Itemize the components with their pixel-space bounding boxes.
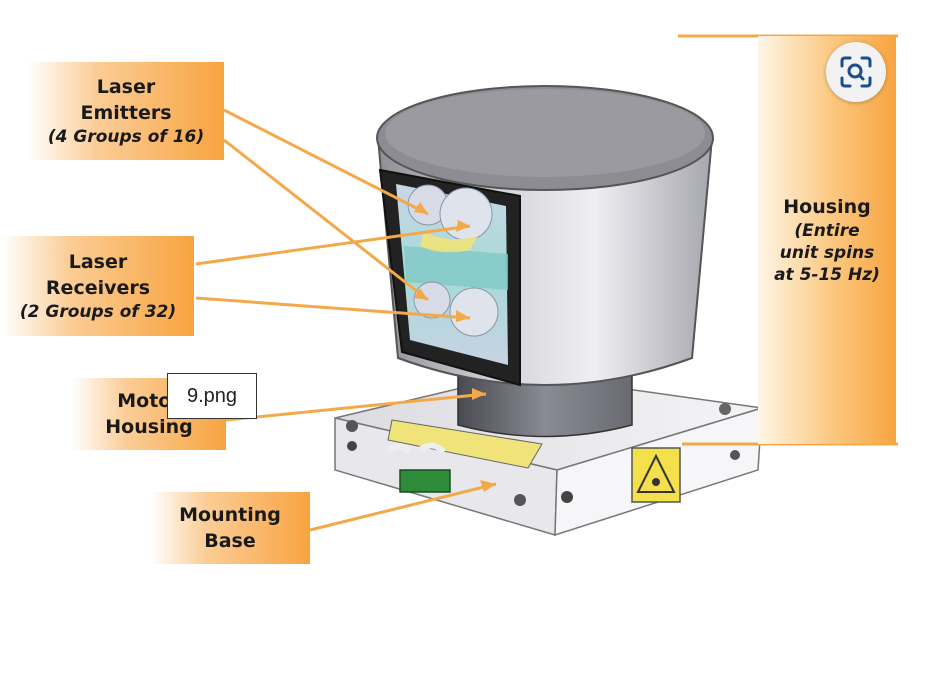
callout-receivers-sub: (2 Groups of 32)	[19, 302, 177, 322]
filename-tooltip: 9.png	[167, 373, 257, 419]
callout-emitters-line2: Emitters	[80, 102, 172, 124]
visual-search-button[interactable]	[826, 42, 886, 102]
callout-housing-sub3: at 5-15 Hz)	[774, 265, 880, 285]
callout-mount-line1: Mounting	[179, 504, 281, 526]
visual-search-icon	[840, 56, 872, 88]
callout-laser-receivers: Laser Receivers (2 Groups of 32)	[2, 236, 194, 336]
callout-motor-line1: Motor	[117, 390, 181, 412]
connector-green	[399, 469, 451, 493]
callout-housing: Housing (Entire unit spins at 5-15 Hz)	[758, 36, 896, 444]
callout-emitters-line1: Laser	[96, 76, 156, 98]
callout-mounting-base: Mounting Base	[150, 492, 310, 564]
rotating-housing	[376, 85, 714, 387]
laser-warning-icon	[631, 447, 681, 503]
callout-laser-emitters: Laser Emitters (4 Groups of 16)	[28, 62, 224, 160]
callout-housing-sub1: (Entire	[794, 221, 860, 241]
callout-housing-title: Housing	[783, 196, 871, 218]
callout-receivers-line2: Receivers	[45, 277, 151, 299]
leader-arrowheads	[414, 202, 496, 492]
callout-housing-sub2: unit spins	[779, 243, 875, 263]
callout-mount-line2: Base	[204, 530, 256, 552]
leader-lines	[195, 34, 898, 532]
callout-motor-line2: Housing	[105, 416, 193, 438]
callout-receivers-line1: Laser	[68, 251, 128, 273]
callout-emitters-sub: (4 Groups of 16)	[47, 127, 205, 147]
